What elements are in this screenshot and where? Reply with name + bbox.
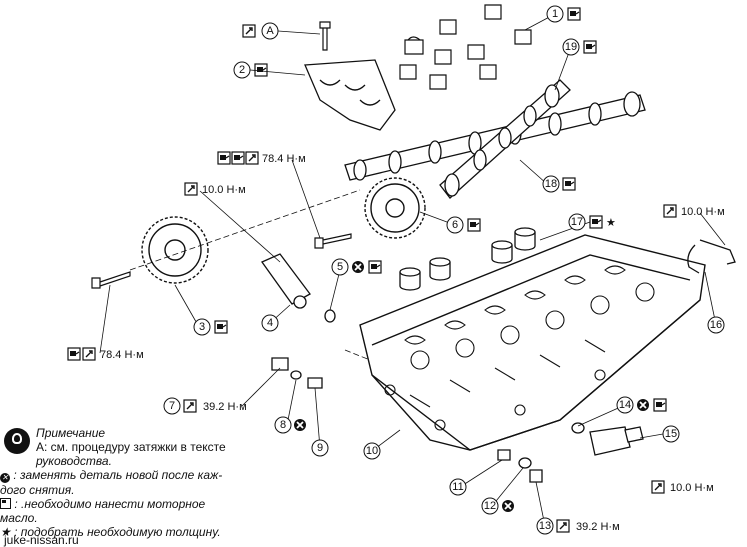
callout-16: 16: [707, 316, 725, 334]
cam-sprocket-exhaust: [364, 177, 426, 239]
svg-text:18: 18: [545, 178, 557, 190]
callout-14: 14: [616, 396, 667, 414]
svg-text:2: 2: [239, 64, 245, 76]
plugs-washers: [271, 357, 585, 483]
valve-lifters: [399, 227, 536, 291]
svg-text:13: 13: [539, 520, 551, 532]
note-title: Примечание: [36, 426, 106, 440]
torque-intake-sprocket: 78.4 Н·м: [67, 347, 144, 361]
svg-text:39.2 Н·м: 39.2 Н·м: [203, 401, 247, 413]
callout-17: 17 ★: [568, 213, 616, 231]
svg-text:3: 3: [199, 321, 205, 333]
svg-text:A: A: [266, 25, 274, 37]
note-oil: : .необходимо нанести моторное: [0, 497, 300, 511]
svg-text:8: 8: [280, 419, 286, 431]
svg-text:10: 10: [366, 445, 378, 457]
callout-11: 11: [449, 478, 467, 496]
svg-text:6: 6: [452, 219, 458, 231]
svg-text:10.0 Н·м: 10.0 Н·м: [681, 206, 725, 218]
callout-5: 5: [331, 258, 382, 276]
callout-4: 4: [261, 314, 279, 332]
watermark: juke-nissan.ru: [4, 533, 79, 547]
svg-text:10.0 Н·м: 10.0 Н·м: [670, 482, 714, 494]
callout-2: 2: [233, 61, 268, 79]
torque-solenoid: 10.0 Н·м: [184, 182, 246, 196]
callout-9: 9: [311, 439, 329, 457]
cylinder-head: [359, 234, 706, 451]
svg-text:★: ★: [606, 217, 616, 229]
svg-text:10.0 Н·м: 10.0 Н·м: [202, 184, 246, 196]
note-shim: ★ : подобрать необходимую толщину.: [0, 525, 221, 539]
torque-A: A: [242, 22, 279, 40]
svg-text:4: 4: [267, 317, 273, 329]
callout-10: 10: [363, 442, 381, 460]
oil-control-valve: [589, 426, 644, 456]
svg-text:17: 17: [571, 216, 583, 228]
note-oil-cont: масло.: [0, 511, 38, 525]
callout-18: 18: [542, 175, 576, 193]
svg-text:7: 7: [169, 400, 175, 412]
callout-6: 6: [446, 216, 481, 234]
svg-text:11: 11: [452, 481, 463, 493]
svg-text:39.2 Н·м: 39.2 Н·м: [576, 521, 620, 533]
svg-text:1: 1: [552, 8, 558, 20]
callout-7: 7 39.2 Н·м: [163, 397, 247, 415]
note-replace: ✕ : заменять деталь новой после каж-: [0, 468, 223, 483]
callout-12: 12: [481, 497, 515, 515]
svg-text:16: 16: [710, 319, 722, 331]
torque-exhaust-sprocket: 78.4 Н·м: [217, 151, 306, 165]
svg-text:14: 14: [619, 399, 631, 411]
svg-text:15: 15: [665, 428, 677, 440]
torque-ocv: 10.0 Н·м: [651, 480, 714, 494]
note-a: А: см. процедуру затяжки в тексте: [36, 440, 226, 454]
bracket-16: [687, 239, 736, 274]
callout-1: 1: [546, 5, 581, 23]
svg-text:9: 9: [317, 442, 323, 454]
camshaft-bracket: [304, 59, 396, 131]
replace-x-icon: ✕: [0, 473, 10, 483]
callout-3: 3: [193, 318, 228, 336]
lightbulb-icon: [4, 428, 30, 454]
camshaft-intake: [439, 79, 571, 199]
svg-text:19: 19: [565, 41, 577, 53]
callout-13: 13 39.2 Н·м: [536, 517, 620, 535]
svg-text:12: 12: [484, 500, 496, 512]
note-replace-cont: дого снятия.: [0, 483, 75, 497]
camshaft-position-solenoid: [261, 253, 336, 323]
note-a-cont: руководства.: [36, 454, 112, 468]
torque-bracket: 10.0 Н·м: [663, 204, 725, 218]
svg-text:5: 5: [337, 261, 343, 273]
callout-15: 15: [662, 425, 680, 443]
camshaft-caps: [399, 4, 532, 90]
callout-19: 19: [562, 38, 597, 56]
svg-text:78.4 Н·м: 78.4 Н·м: [100, 349, 144, 361]
callout-8: 8: [274, 416, 307, 434]
cam-sprocket-intake: [141, 216, 209, 284]
notes-legend: Примечание А: см. процедуру затяжки в те…: [0, 426, 300, 539]
svg-text:78.4 Н·м: 78.4 Н·м: [262, 153, 306, 165]
bolts: [91, 21, 352, 289]
oil-icon: [0, 498, 11, 509]
